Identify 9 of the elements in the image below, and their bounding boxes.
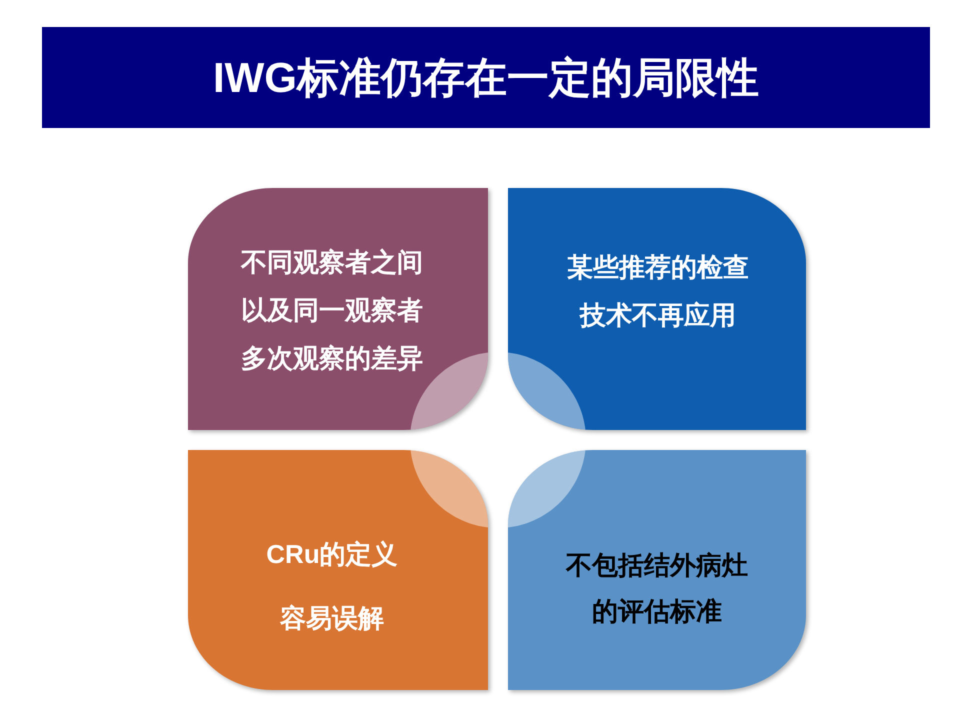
tile-text: CRu的定义容易误解 xyxy=(265,538,399,635)
title-banner: IWG标准仍存在一定的局限性 xyxy=(42,27,930,128)
tile-text: 不包括结外病灶的评估标准 xyxy=(564,549,749,628)
tile-text: 不同观察者之间以及同一观察者多次观察的差异 xyxy=(240,246,424,375)
rounded-tile xyxy=(188,450,488,690)
rounded-tile xyxy=(508,450,806,690)
rounded-tile xyxy=(508,188,806,430)
rounded-tile xyxy=(188,188,488,430)
tile-text: 某些推荐的检查技术不再应用 xyxy=(566,251,750,332)
